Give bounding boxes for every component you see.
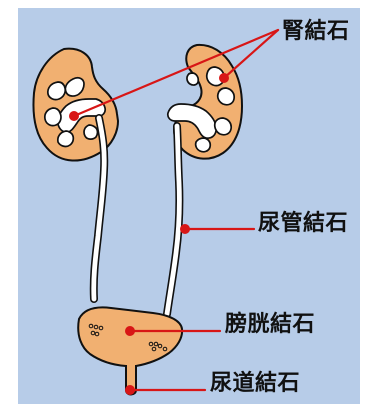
bladder-stone-marker-icon xyxy=(125,326,135,336)
urethra-stone-label: 尿道結石 xyxy=(210,373,300,395)
urethra-stone-marker-icon xyxy=(125,385,135,395)
kidney-stone-marker-left-icon xyxy=(69,111,79,121)
kidney-stone-label: 腎結石 xyxy=(282,21,350,43)
ureter-stone-label: 尿管結石 xyxy=(258,213,348,235)
bladder-stone-label: 膀胱結石 xyxy=(225,314,315,336)
ureter-stone-marker-icon xyxy=(180,224,190,234)
kidney-stone-marker-right-icon xyxy=(219,73,229,83)
